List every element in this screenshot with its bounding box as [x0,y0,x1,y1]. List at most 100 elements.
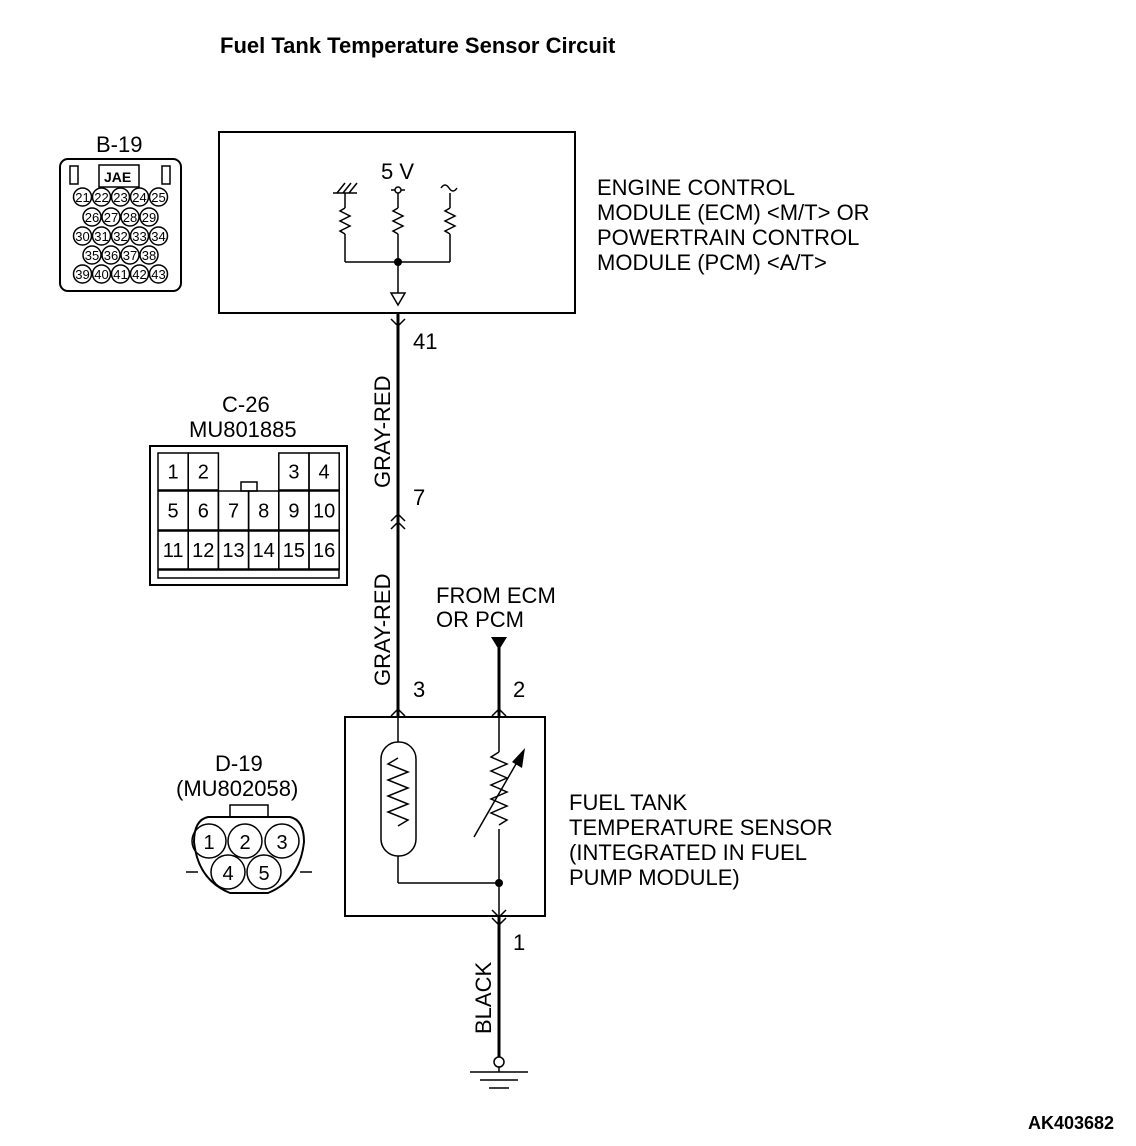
connector-b19-maker: JAE [104,169,131,185]
connector-c26-pin-label: 13 [222,540,244,562]
connector-b19-pin [110,264,131,284]
connector-d19-pin [210,854,246,890]
connector-b19-pin [101,245,121,265]
sensor-terminal-3: 3 [413,677,425,702]
sensor-terminal-2: 2 [513,677,525,702]
connector-b19-pin [91,187,112,207]
wire-color-upper: GRAY-RED [370,376,395,488]
connector-b19-pin-label: 37 [123,248,137,263]
connector-b19-pin [139,245,159,265]
connector-c26-pin-label: 10 [313,501,335,523]
connector-b19-name: B-19 [96,132,142,157]
from-ecm-line-1: FROM ECM [436,583,556,608]
connector-d19-pin [191,823,227,859]
connector-b19-pin [91,226,112,246]
sensor-label-line-1: FUEL TANK [569,790,688,815]
connector-b19-pin-label: 34 [151,229,165,244]
connector-b19-pin-label: 22 [94,190,108,205]
connector-d19-pin [227,823,263,859]
connector-b19-pin [82,245,102,265]
connector-c26-pin-label: 2 [198,462,209,484]
from-ecm-line-2: OR PCM [436,607,524,632]
connector-d19-pin [264,823,300,859]
connector-c26-pin-label: 6 [198,501,209,523]
sensor-label-line-2: TEMPERATURE SENSOR [569,815,833,840]
connector-c26-pin-label: 7 [228,501,239,523]
connector-b19-pin-label: 40 [94,267,108,282]
connector-c26-pin-label: 4 [319,462,330,484]
sensor-terminal-1: 1 [513,930,525,955]
connector-c26-pin-label: 11 [163,540,184,562]
chassis-ground-icon [470,1071,528,1089]
ecm-label-line-2: MODULE (ECM) <M/T> OR [597,200,870,225]
sensor-label-line-4: PUMP MODULE) [569,865,740,890]
connector-b19-pin-label: 27 [104,210,118,225]
ecm-pullup-resistor-icon [391,186,405,262]
ecm-terminal-41: 41 [413,329,437,354]
connector-c26-pin-label: 5 [168,501,179,523]
connector-c26-name: C-26 [222,392,270,417]
ecm-label-line-3: POWERTRAIN CONTROL [597,225,859,250]
wire-color-lower: GRAY-RED [370,574,395,686]
connector-d19-pin [246,854,282,890]
diagram-title: Fuel Tank Temperature Sensor Circuit [220,33,616,58]
connector-b19-pin-label: 24 [132,190,146,205]
connector-b19-pin-label: 26 [85,210,99,225]
connector-b19-pin-label: 42 [132,267,146,282]
connector-d19-name: D-19 [215,751,263,776]
connector-b19-pin-label: 36 [104,248,118,263]
connector-b19-pin-label: 31 [94,229,108,244]
connector-b19-pin [148,226,169,246]
ecm-ground-icon [333,182,358,262]
connector-b19-pin [120,245,140,265]
connector-d19-pin-label: 2 [239,832,250,854]
connector-d19-part: (MU802058) [176,776,298,801]
connector-d19-pin-label: 1 [203,832,214,854]
connector-b19-pin [148,187,169,207]
connector-b19-pin [110,187,131,207]
connector-c26-pin-label: 12 [192,540,214,562]
connector-b19-pin-label: 25 [151,190,165,205]
connector-c26-pin-label: 9 [288,501,299,523]
connector-b19-pin [82,207,102,227]
ecm-signal-resistor-icon [440,184,458,262]
connector-b19-pin-label: 43 [151,267,165,282]
connector-c26-pin-label: 16 [313,540,335,562]
connector-c26-pin-label: 15 [283,540,305,562]
connector-b19-pin-label: 23 [113,190,127,205]
ecm-voltage: 5 V [381,159,414,184]
connector-b19-pin [72,226,93,246]
connector-b19-pin-label: 38 [142,248,156,263]
connector-c26-pin [308,490,340,531]
connector-d19-pin-label: 5 [258,863,269,885]
connector-b19-pin [72,187,93,207]
connector-c26-pin-label: 14 [253,540,275,562]
connector-c26-part: MU801885 [189,417,297,442]
connector-b19-pin [129,187,150,207]
signal-wire: 41 7 3 GRAY-RED GRAY-RED [370,313,437,717]
fuel-tank-temperature-sensor: FUEL TANK TEMPERATURE SENSOR (INTEGRATED… [344,716,833,917]
connector-c26-pin-label: 8 [258,501,269,523]
connector-c26-pin-label: 1 [168,462,179,484]
ground-wire: 1 BLACK [470,909,528,1089]
connector-b19-pin-label: 29 [142,210,156,225]
from-ecm-wire: FROM ECM OR PCM 2 [436,583,556,717]
connector-b19-pin [120,207,140,227]
connector-b19-pin-label: 32 [113,229,127,244]
ecm-label-line-4: MODULE (PCM) <A/T> [597,250,827,275]
connector-b19-pin-label: 39 [75,267,89,282]
connector-c26-pin [308,452,340,491]
ecm-module: 5 V ENGINE C [218,131,870,314]
connector-d19-pin-label: 4 [222,863,233,885]
connector-b19-pin-label: 35 [85,248,99,263]
connector-b19-pin [129,226,150,246]
connector-c26-pin [308,530,340,570]
wire-color-ground: BLACK [471,962,496,1034]
connector-b19-pin [129,264,150,284]
connector-b19-pin [101,207,121,227]
